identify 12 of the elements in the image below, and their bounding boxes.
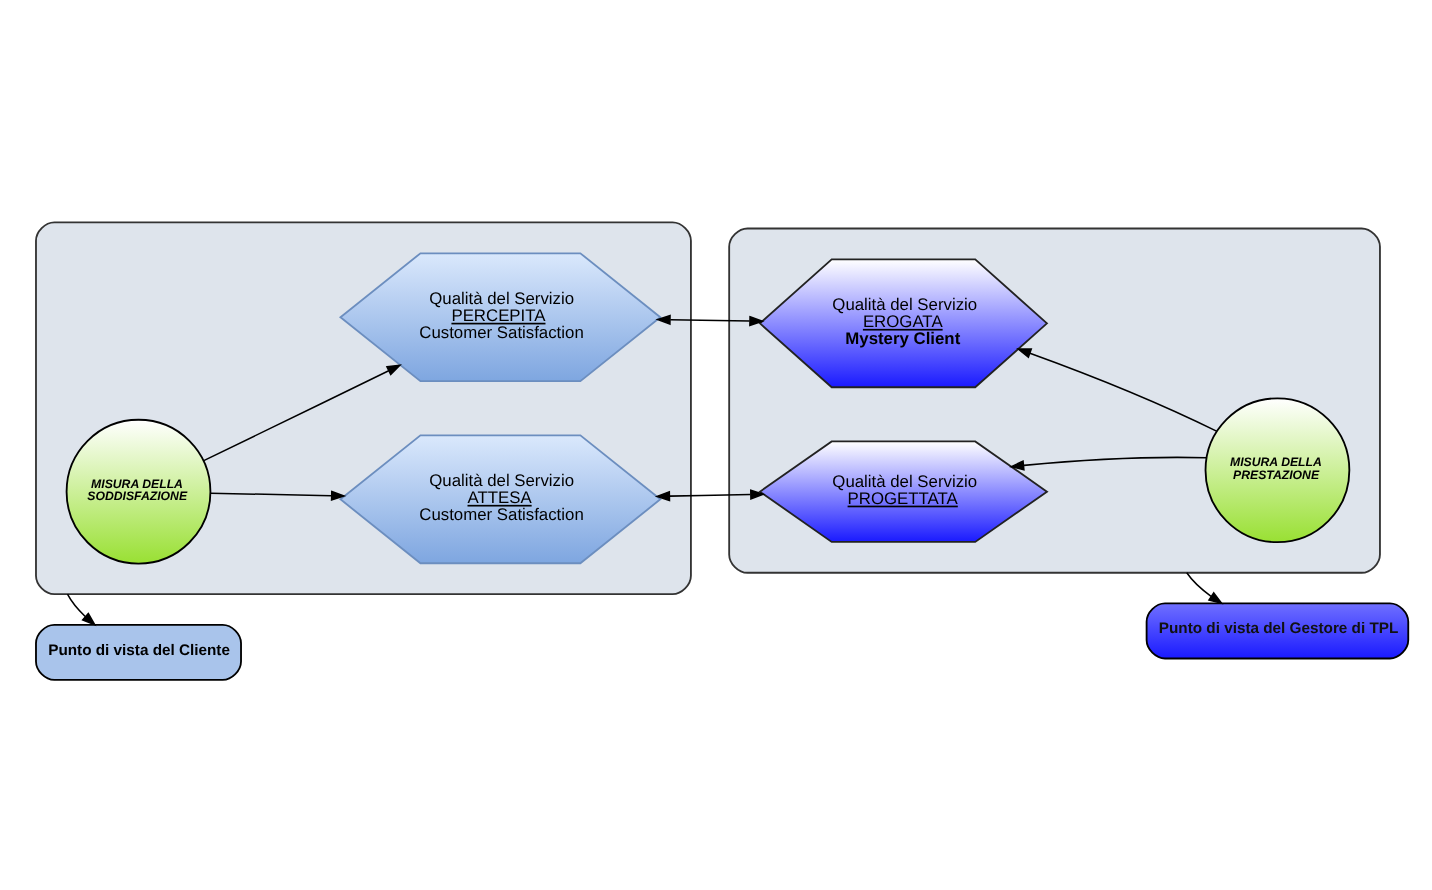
node-box: Punto di vista del Gestore di TPL <box>1145 602 1410 660</box>
arrow <box>1016 348 1218 432</box>
arrow <box>655 314 765 327</box>
arrow <box>1186 572 1224 605</box>
arrow <box>654 489 766 502</box>
arrow <box>66 593 97 627</box>
arrow <box>209 490 347 502</box>
node-box: Punto di vista del Cliente <box>35 623 242 681</box>
arrow <box>1008 456 1208 471</box>
cluster <box>35 221 692 596</box>
arrow <box>203 364 402 462</box>
cluster <box>728 227 1381 574</box>
